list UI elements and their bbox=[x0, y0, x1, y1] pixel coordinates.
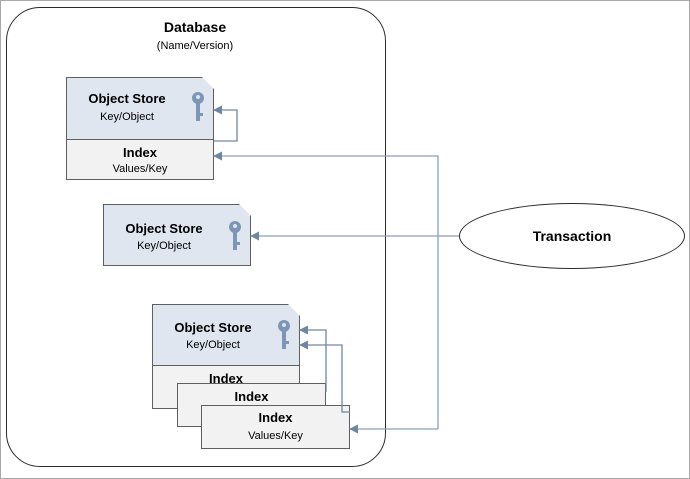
object-store-3-fold bbox=[288, 304, 300, 316]
object-store-1-name: Object Store bbox=[88, 91, 166, 106]
transaction-label: Transaction bbox=[532, 228, 612, 244]
index-1-name: Index bbox=[123, 145, 157, 160]
index-1: Index Values/Key bbox=[66, 139, 214, 180]
object-store-2-fold bbox=[239, 204, 251, 216]
key-icon bbox=[278, 320, 290, 349]
transaction-node: Transaction bbox=[459, 203, 685, 269]
object-store-2-key-object: Key/Object bbox=[137, 240, 191, 252]
object-store-2-name: Object Store bbox=[125, 221, 203, 236]
object-store-3: Object Store Key/Object bbox=[152, 304, 300, 366]
index-3c: Index Values/Key bbox=[201, 405, 350, 449]
index-3c-name: Index bbox=[258, 410, 293, 425]
object-store-1: Object Store Key/Object bbox=[66, 77, 214, 140]
index-stack-loop-inner bbox=[299, 325, 327, 392]
index-3b-name: Index bbox=[234, 389, 269, 404]
object-store-1-key-object: Key/Object bbox=[100, 111, 154, 123]
key-icon bbox=[229, 221, 241, 250]
self-reference-arrow bbox=[213, 105, 238, 142]
index-3a-name: Index bbox=[209, 371, 243, 386]
database-container bbox=[6, 7, 386, 467]
index-stack-loop-outer bbox=[299, 340, 350, 413]
database-subtitle: (Name/Version) bbox=[156, 40, 234, 52]
transaction-to-index-1-arrow bbox=[213, 151, 439, 236]
object-store-3-key-object: Key/Object bbox=[186, 339, 240, 351]
object-store-3-name: Object Store bbox=[174, 320, 252, 335]
index-3c-values: Values/Key bbox=[248, 430, 303, 442]
index-1-values: Values/Key bbox=[112, 163, 168, 175]
object-store-1-fold bbox=[202, 77, 214, 89]
object-store-2: Object Store Key/Object bbox=[103, 204, 251, 266]
key-icon bbox=[192, 92, 204, 121]
transaction-trunk-line bbox=[437, 235, 459, 429]
database-title: Database bbox=[163, 19, 227, 35]
